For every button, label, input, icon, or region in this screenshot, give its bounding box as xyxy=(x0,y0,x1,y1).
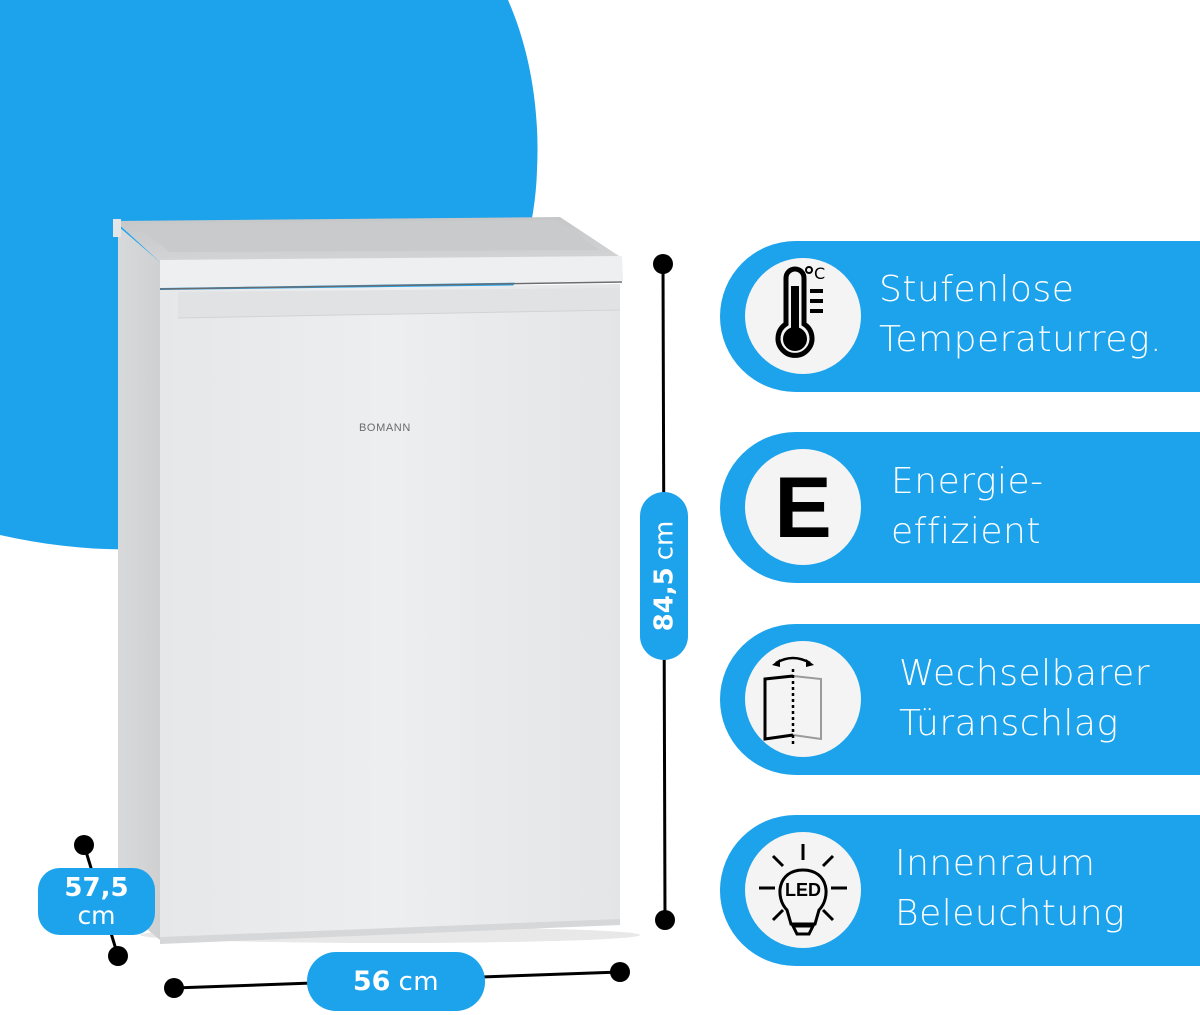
height-dimension-badge: 84,5 cm xyxy=(640,492,688,660)
height-value: 84,5 xyxy=(649,567,679,632)
fridge-image xyxy=(113,217,640,944)
feature-temperature: C Stufenlose Temperaturreg. xyxy=(720,241,1200,392)
depth-bottom-dot xyxy=(108,946,128,966)
feature-icon-circle xyxy=(745,641,861,757)
feature-label: Innenraum Beleuchtung xyxy=(895,843,1126,934)
feature-icon-circle: E xyxy=(745,449,861,565)
svg-text:C: C xyxy=(814,266,825,283)
feature-reversible-door: Wechselbarer Türanschlag xyxy=(720,624,1200,775)
feature-label: Stufenlose Temperaturreg. xyxy=(879,269,1162,360)
reversible-door-icon xyxy=(763,656,822,747)
width-unit: cm xyxy=(398,966,440,997)
width-left-dot xyxy=(164,978,184,998)
width-value: 56 xyxy=(352,966,391,997)
feature-led-lighting: LED Innenraum Beleuchtung xyxy=(720,815,1200,966)
depth-dimension-badge: 57,5 cm xyxy=(38,868,155,935)
feature-icon-circle: LED xyxy=(745,832,861,948)
svg-text:LED: LED xyxy=(785,880,821,900)
brand-logo: BOMANN xyxy=(359,422,411,434)
led-bulb-icon: LED xyxy=(759,844,847,936)
dimension-lines xyxy=(74,254,675,998)
height-unit: cm xyxy=(649,520,679,561)
energy-class-e-icon: E xyxy=(774,460,832,556)
width-right-dot xyxy=(610,962,630,982)
feature-energy: E Energie- effizient xyxy=(720,432,1200,583)
thermometer-celsius-icon: C xyxy=(775,266,825,358)
depth-unit: cm xyxy=(77,900,116,930)
height-top-dot xyxy=(653,254,673,274)
feature-icon-circle: C xyxy=(745,258,861,374)
feature-label: Energie- effizient xyxy=(891,461,1044,552)
width-dimension-badge: 56 cm xyxy=(307,952,485,1011)
depth-top-dot xyxy=(74,835,94,855)
height-bottom-dot xyxy=(655,910,675,930)
feature-label: Wechselbarer Türanschlag xyxy=(899,653,1151,744)
depth-value: 57,5 xyxy=(64,872,129,903)
